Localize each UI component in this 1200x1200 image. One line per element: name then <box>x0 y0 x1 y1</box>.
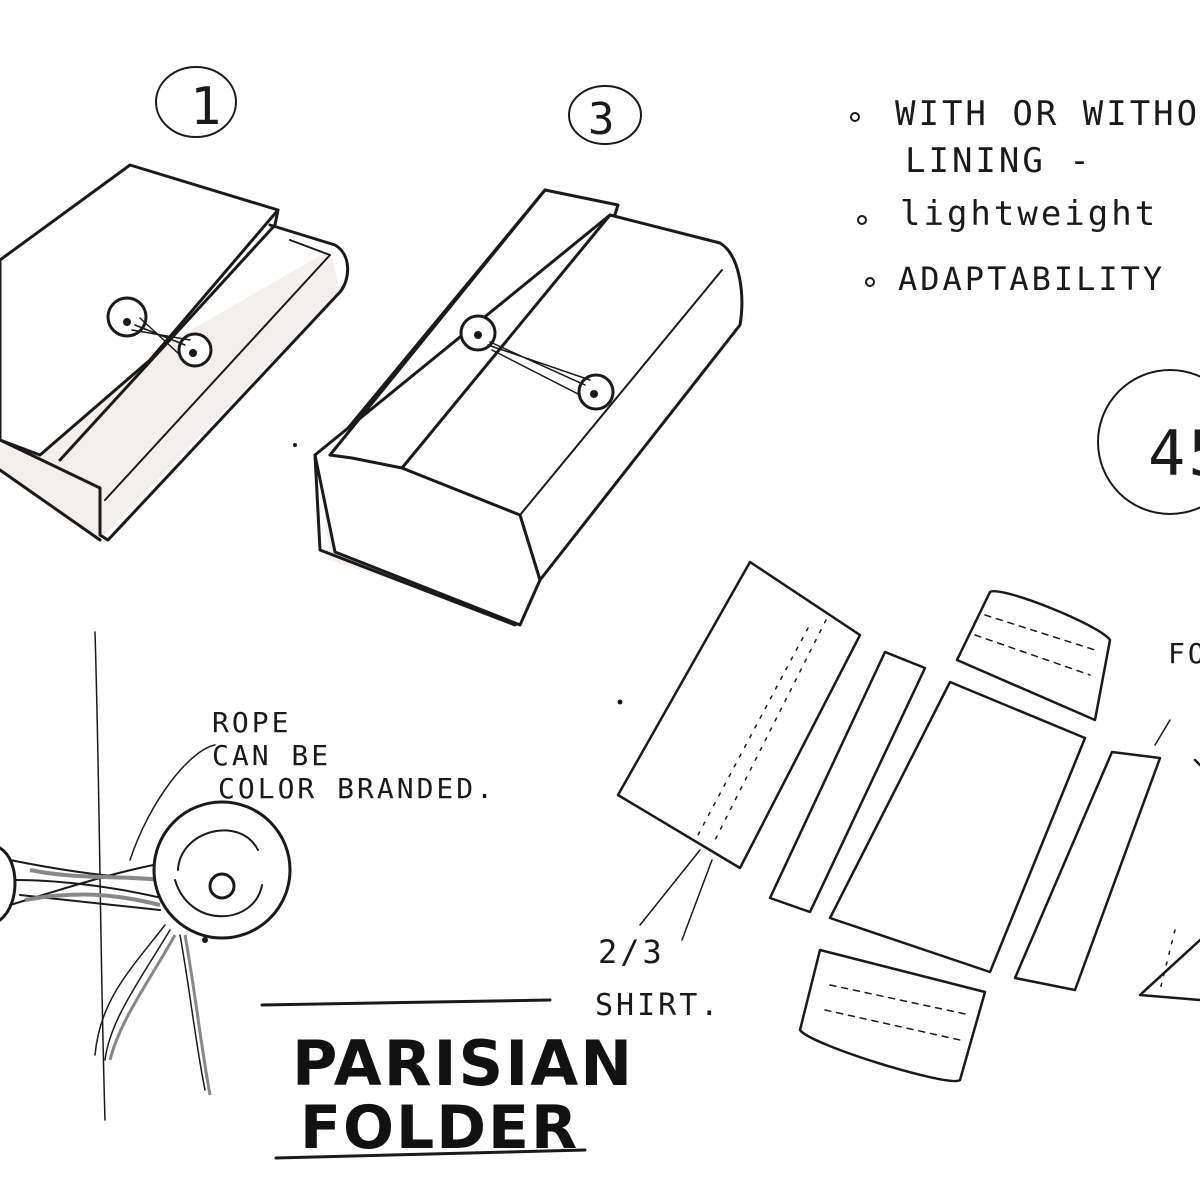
rope-note: ROPE CAN BE COLOR BRANDED. <box>212 706 496 805</box>
view-1-label: 1 <box>190 77 224 137</box>
note-lightweight: lightweight <box>900 194 1158 234</box>
pattern-shirt: SHIRT. <box>595 988 721 1023</box>
rope-note-line-3: COLOR BRANDED. <box>218 772 496 805</box>
rope-closeup <box>0 631 292 1121</box>
view-3-label: 3 <box>588 94 618 145</box>
view-1-marker: 1 <box>155 66 237 138</box>
title-line-1: PARISIAN <box>292 1027 634 1100</box>
title-block: PARISIAN FOLDER <box>260 998 634 1163</box>
pattern-fraction: 2/3 <box>598 933 665 971</box>
note-adaptability: ADAPTABILITY <box>898 260 1165 298</box>
circle-45: 45 <box>1097 369 1200 515</box>
note-lining-cont: LINING - <box>905 141 1093 181</box>
folder-sketch-1 <box>0 163 350 542</box>
folder-sketch-3 <box>313 188 745 627</box>
rope-note-line-2: CAN BE <box>212 739 331 772</box>
rope-note-line-1: ROPE <box>212 706 291 739</box>
pattern-layout <box>616 560 1200 1083</box>
circle-45-label: 45 <box>1148 417 1200 490</box>
view-3-marker: 3 <box>568 85 642 145</box>
note-lining: WITH OR WITHO <box>895 94 1200 134</box>
feature-notes: WITH OR WITHO LINING - lightweight ADAPT… <box>850 94 1200 298</box>
pattern-edge-label: FO <box>1168 637 1200 670</box>
